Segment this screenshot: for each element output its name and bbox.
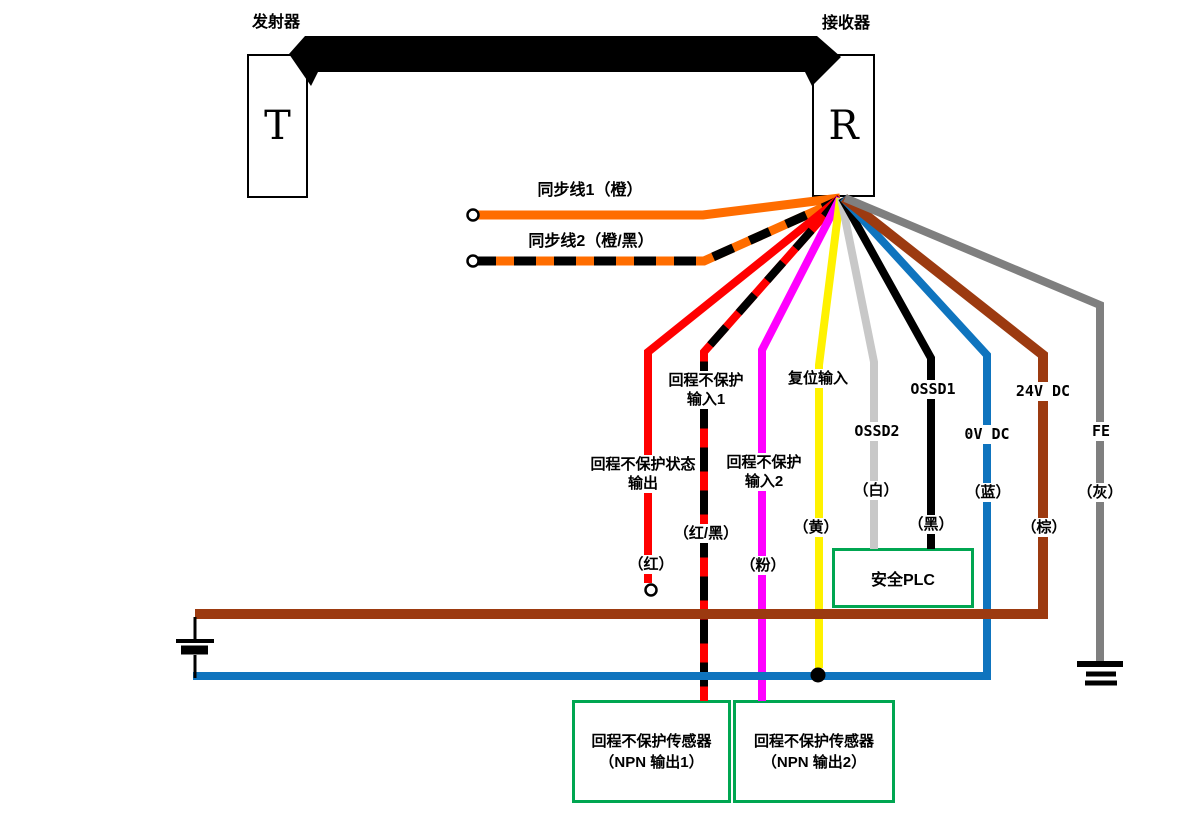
status-output-label: 回程不保护状态 输出 [587,455,699,493]
safety-plc-box: 安全PLC [832,548,974,608]
status-output-terminal-circle [644,583,658,597]
transmitter-title: 发射器 [248,13,304,32]
sensor2-line2: （NPN 输出2） [761,753,867,771]
receiver-letter: R [828,102,859,149]
reset-wire [815,197,844,668]
status-output-label-line1: 回程不保护状态 [590,456,696,473]
status-output-label-line2: 输出 [627,475,659,492]
sync2-wire-dash [474,195,842,266]
status-color-label: （红） [625,555,677,574]
status-output-wire [644,194,843,583]
sync2-label: 同步线2（橙/黑） [525,232,657,251]
receiver-box: R [812,54,875,197]
fe-wire [843,194,1104,661]
sensor2-box: 回程不保护传感器 （NPN 输出2） [733,700,895,803]
safety-plc-label: 安全PLC [870,572,935,589]
ossd1-label: OSSD1 [907,380,959,399]
input1-wire-dash [700,195,843,701]
input2-label: 回程不保护 输入2 [723,453,805,491]
interconnect-band [289,36,841,86]
reset-color-label: （黄） [790,518,842,537]
zero-v-color-label: （蓝） [962,483,1014,502]
sensor2-line1: 回程不保护传感器 [753,732,874,750]
input1-color-label: （红/黑） [670,524,742,543]
reset-label: 复位输入 [784,369,852,388]
v24-wire [195,194,1048,619]
ossd1-wire [838,196,935,549]
sensor1-box: 回程不保护传感器 （NPN 输出1） [572,700,731,803]
input2-wire [758,196,844,701]
ossd1-color-label: （黑） [905,515,957,534]
ossd2-color-label: （白） [850,481,902,500]
v24-color-label: （棕） [1018,518,1070,537]
sync1-terminal-circle [466,208,480,222]
sensor1-line1: 回程不保护传感器 [591,732,712,750]
receiver-title: 接收器 [818,14,874,33]
sync1-wire [474,193,841,220]
sync1-label: 同步线1（橙） [534,181,646,200]
input2-label-line1: 回程不保护 [726,454,802,471]
sync2-terminal-circle [466,254,480,268]
transmitter-box: T [247,54,308,198]
v24-label: 24V DC [1012,382,1074,401]
zero-v-wire [193,195,991,680]
fe-label: FE [1088,422,1114,441]
input2-label-line2: 输入2 [744,473,784,490]
reset-junction-dot [810,667,826,683]
zero-v-label: 0V DC [961,425,1013,444]
input1-label: 回程不保护 输入1 [665,371,747,409]
transmitter-letter: T [264,103,291,149]
ossd2-label: OSSD2 [851,422,903,441]
fe-color-label: （灰） [1074,483,1126,502]
input1-label-line1: 回程不保护 [668,372,744,389]
input2-color-label: （粉） [737,556,789,575]
input1-label-line2: 输入1 [686,391,726,408]
sensor1-line2: （NPN 输出1） [599,753,704,771]
